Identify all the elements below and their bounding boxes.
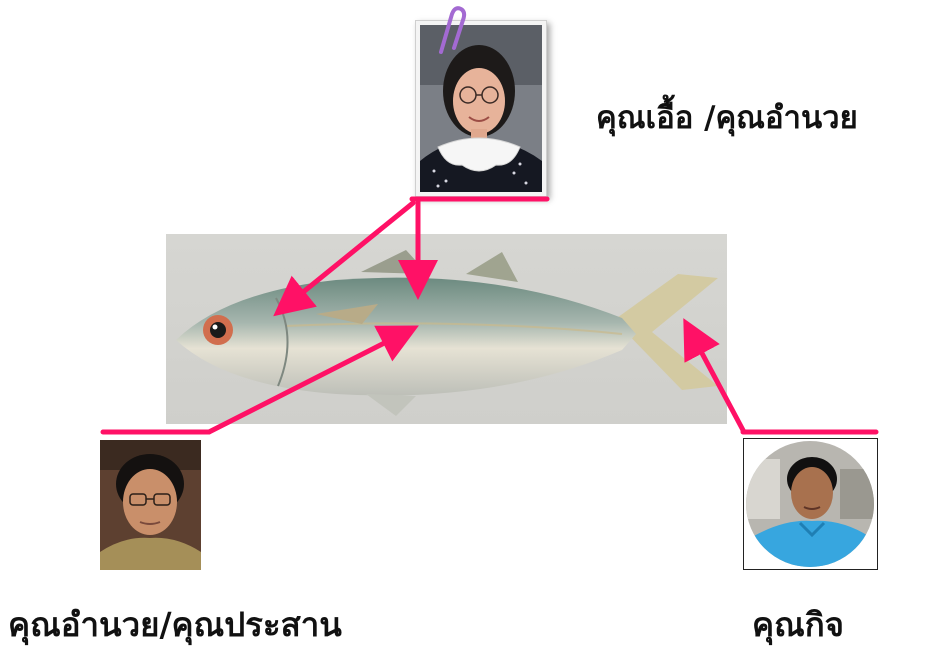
person-photo-left (100, 440, 201, 570)
arrow-left-to-body (206, 325, 419, 435)
arrow-right-to-tail (683, 318, 747, 435)
label-left-role: คุณอำนวย/คุณประสาน (8, 605, 342, 644)
person-photo-right (743, 438, 878, 570)
arrow-top-to-head (273, 200, 416, 317)
label-right-role: คุณกิจ (752, 605, 845, 644)
paperclip-icon (439, 6, 467, 54)
label-top-role: คุณเอื้อ /คุณอำนวย (596, 100, 858, 136)
